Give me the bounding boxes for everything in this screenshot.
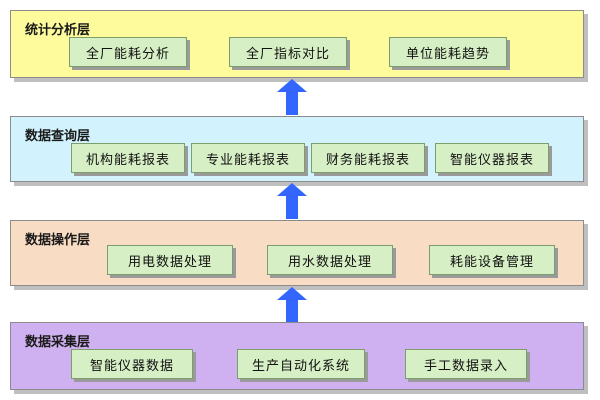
node-electricity-data-processing: 用电数据处理	[107, 245, 233, 275]
node-org-energy-report: 机构能耗报表	[71, 143, 185, 173]
node-plant-energy-analysis: 全厂能耗分析	[69, 37, 187, 67]
layer-data-collection: 数据采集层 智能仪器数据 生产自动化系统 手工数据录入	[10, 322, 584, 390]
layer-title: 统计分析层	[25, 23, 91, 38]
node-production-automation-system: 生产自动化系统	[237, 349, 365, 379]
node-energy-equipment-management: 耗能设备管理	[429, 245, 555, 275]
up-arrow-icon	[277, 287, 307, 323]
up-arrow-icon	[277, 79, 307, 115]
node-professional-energy-report: 专业能耗报表	[191, 143, 305, 173]
node-unit-energy-trend: 单位能耗趋势	[389, 37, 507, 67]
node-smart-instrument-data: 智能仪器数据	[71, 349, 193, 379]
node-plant-index-comparison: 全厂指标对比	[229, 37, 347, 67]
up-arrow-icon	[277, 183, 307, 219]
layer-data-operation: 数据操作层 用电数据处理 用水数据处理 耗能设备管理	[10, 220, 584, 286]
layer-statistical-analysis: 统计分析层 全厂能耗分析 全厂指标对比 单位能耗趋势	[10, 10, 584, 78]
layer-title: 数据查询层	[25, 129, 91, 144]
node-manual-data-entry: 手工数据录入	[405, 349, 527, 379]
layer-title: 数据操作层	[25, 233, 91, 248]
layer-data-query: 数据查询层 机构能耗报表 专业能耗报表 财务能耗报表 智能仪器报表	[10, 116, 584, 182]
layer-title: 数据采集层	[25, 335, 91, 350]
node-smart-instrument-report: 智能仪器报表	[435, 143, 549, 173]
node-water-data-processing: 用水数据处理	[267, 245, 393, 275]
node-finance-energy-report: 财务能耗报表	[311, 143, 425, 173]
